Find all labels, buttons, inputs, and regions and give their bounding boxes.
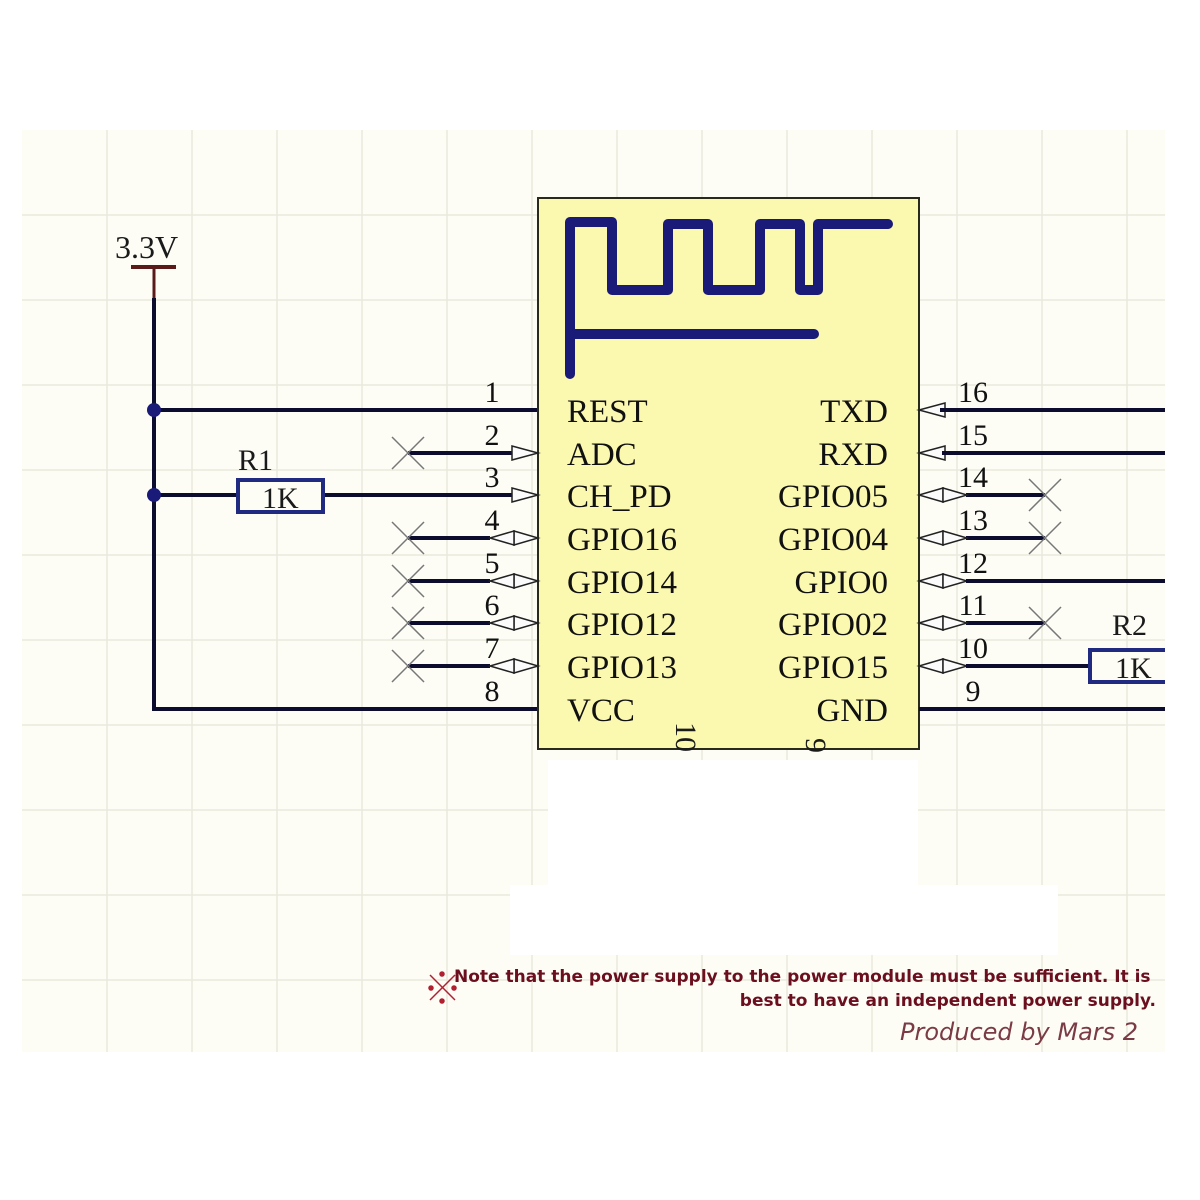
no-connect-icon bbox=[391, 521, 425, 555]
pin-name: GND bbox=[817, 693, 889, 729]
pin-number: 14 bbox=[958, 461, 988, 494]
pin-name: GPIO15 bbox=[778, 650, 888, 686]
pin-number: 5 bbox=[485, 547, 500, 580]
no-connect-icon bbox=[391, 606, 425, 640]
pin-name: GPIO12 bbox=[567, 607, 677, 643]
pin-bidir-arrow-icon bbox=[487, 658, 515, 674]
pin-number: 7 bbox=[485, 632, 500, 665]
pin-number: 6 bbox=[485, 589, 500, 622]
pin-input-arrow-icon bbox=[511, 487, 541, 503]
pcb-antenna-icon bbox=[565, 217, 893, 379]
pin-number: 11 bbox=[959, 589, 988, 622]
pin-input-arrow-icon bbox=[511, 445, 541, 461]
junction-dot bbox=[147, 488, 161, 502]
pin-name: VCC bbox=[567, 693, 635, 729]
resistor-r1[interactable]: R1 1K bbox=[236, 444, 325, 515]
pin-name: REST bbox=[567, 394, 648, 430]
power-label: 3.3V bbox=[115, 229, 178, 265]
pin-name: GPIO13 bbox=[567, 650, 677, 686]
pin-bidir-arrow-icon bbox=[942, 530, 970, 546]
resistor-value: 1K bbox=[262, 482, 299, 515]
pin-name: GPIO14 bbox=[567, 565, 677, 601]
credit-text: Produced by Mars 2 bbox=[900, 1018, 1138, 1046]
left-pin-group: 1REST2ADC3CH_PD4GPIO165GPIO146GPIO127GPI… bbox=[391, 376, 677, 729]
note-reference-icon bbox=[428, 971, 457, 1004]
blank-patch bbox=[548, 760, 918, 885]
pin-name: CH_PD bbox=[567, 479, 672, 515]
pin-bidir-arrow-icon bbox=[942, 615, 970, 631]
no-connect-icon bbox=[1028, 521, 1062, 555]
resistor-body bbox=[236, 478, 325, 514]
pin-number: 13 bbox=[958, 504, 988, 537]
no-connect-icon bbox=[391, 564, 425, 598]
no-connect-icon bbox=[391, 436, 425, 470]
footer-note: Note that the power supply to the power … bbox=[428, 967, 1156, 1046]
right-margin bbox=[1165, 120, 1200, 1080]
pin-bidir-arrow-icon bbox=[487, 573, 515, 589]
bottom-pin-label: 9 bbox=[799, 738, 832, 753]
vcc-rail bbox=[147, 298, 540, 711]
no-connect-icon bbox=[1028, 478, 1062, 512]
pin-number: 10 bbox=[958, 632, 988, 665]
pin-bidir-arrow-icon bbox=[942, 487, 970, 503]
note-line-2: best to have an independent power supply… bbox=[740, 991, 1156, 1011]
pin-name: GPIO05 bbox=[778, 479, 888, 515]
pin-name: TXD bbox=[820, 394, 888, 430]
pin-number: 12 bbox=[958, 547, 988, 580]
pin-name: GPIO02 bbox=[778, 607, 888, 643]
pin-name: GPIO04 bbox=[778, 522, 888, 558]
pin-name: ADC bbox=[567, 437, 637, 473]
pin-bidir-arrow-icon bbox=[487, 530, 515, 546]
resistor-value: 1K bbox=[1115, 652, 1152, 685]
pin-number: 9 bbox=[966, 675, 981, 708]
pin-bidir-arrow-icon bbox=[942, 573, 970, 589]
pin-bidir-arrow-icon bbox=[942, 658, 970, 674]
pin-bidir-arrow-icon bbox=[487, 615, 515, 631]
pin-ch_pd[interactable]: 3CH_PD bbox=[485, 461, 672, 515]
bottom-pin-label: 10 bbox=[669, 722, 702, 752]
pin-number: 3 bbox=[485, 461, 500, 494]
right-wires bbox=[919, 408, 1165, 711]
resistor-ref: R2 bbox=[1112, 609, 1147, 642]
right-pin-group: 16TXD15RXD14GPIO0513GPIO0412GPIO011GPIO0… bbox=[778, 376, 1062, 729]
pin-number: 16 bbox=[958, 376, 988, 409]
junction-dot bbox=[147, 403, 161, 417]
no-connect-icon bbox=[391, 649, 425, 683]
pin-number: 4 bbox=[485, 504, 500, 537]
no-connect-icon bbox=[1028, 606, 1062, 640]
pin-name: GPIO0 bbox=[794, 565, 888, 601]
note-line-1: Note that the power supply to the power … bbox=[454, 967, 1151, 987]
pin-name: GPIO16 bbox=[567, 522, 677, 558]
pin-number: 15 bbox=[958, 419, 988, 452]
power-symbol-3v3: 3.3V bbox=[115, 229, 178, 300]
pin-name: RXD bbox=[818, 437, 888, 473]
pin-number: 2 bbox=[485, 419, 500, 452]
blank-patch-lower bbox=[510, 885, 1058, 955]
pin-number: 8 bbox=[485, 675, 500, 708]
resistor-ref: R1 bbox=[238, 444, 273, 477]
pin-number: 1 bbox=[485, 376, 500, 409]
